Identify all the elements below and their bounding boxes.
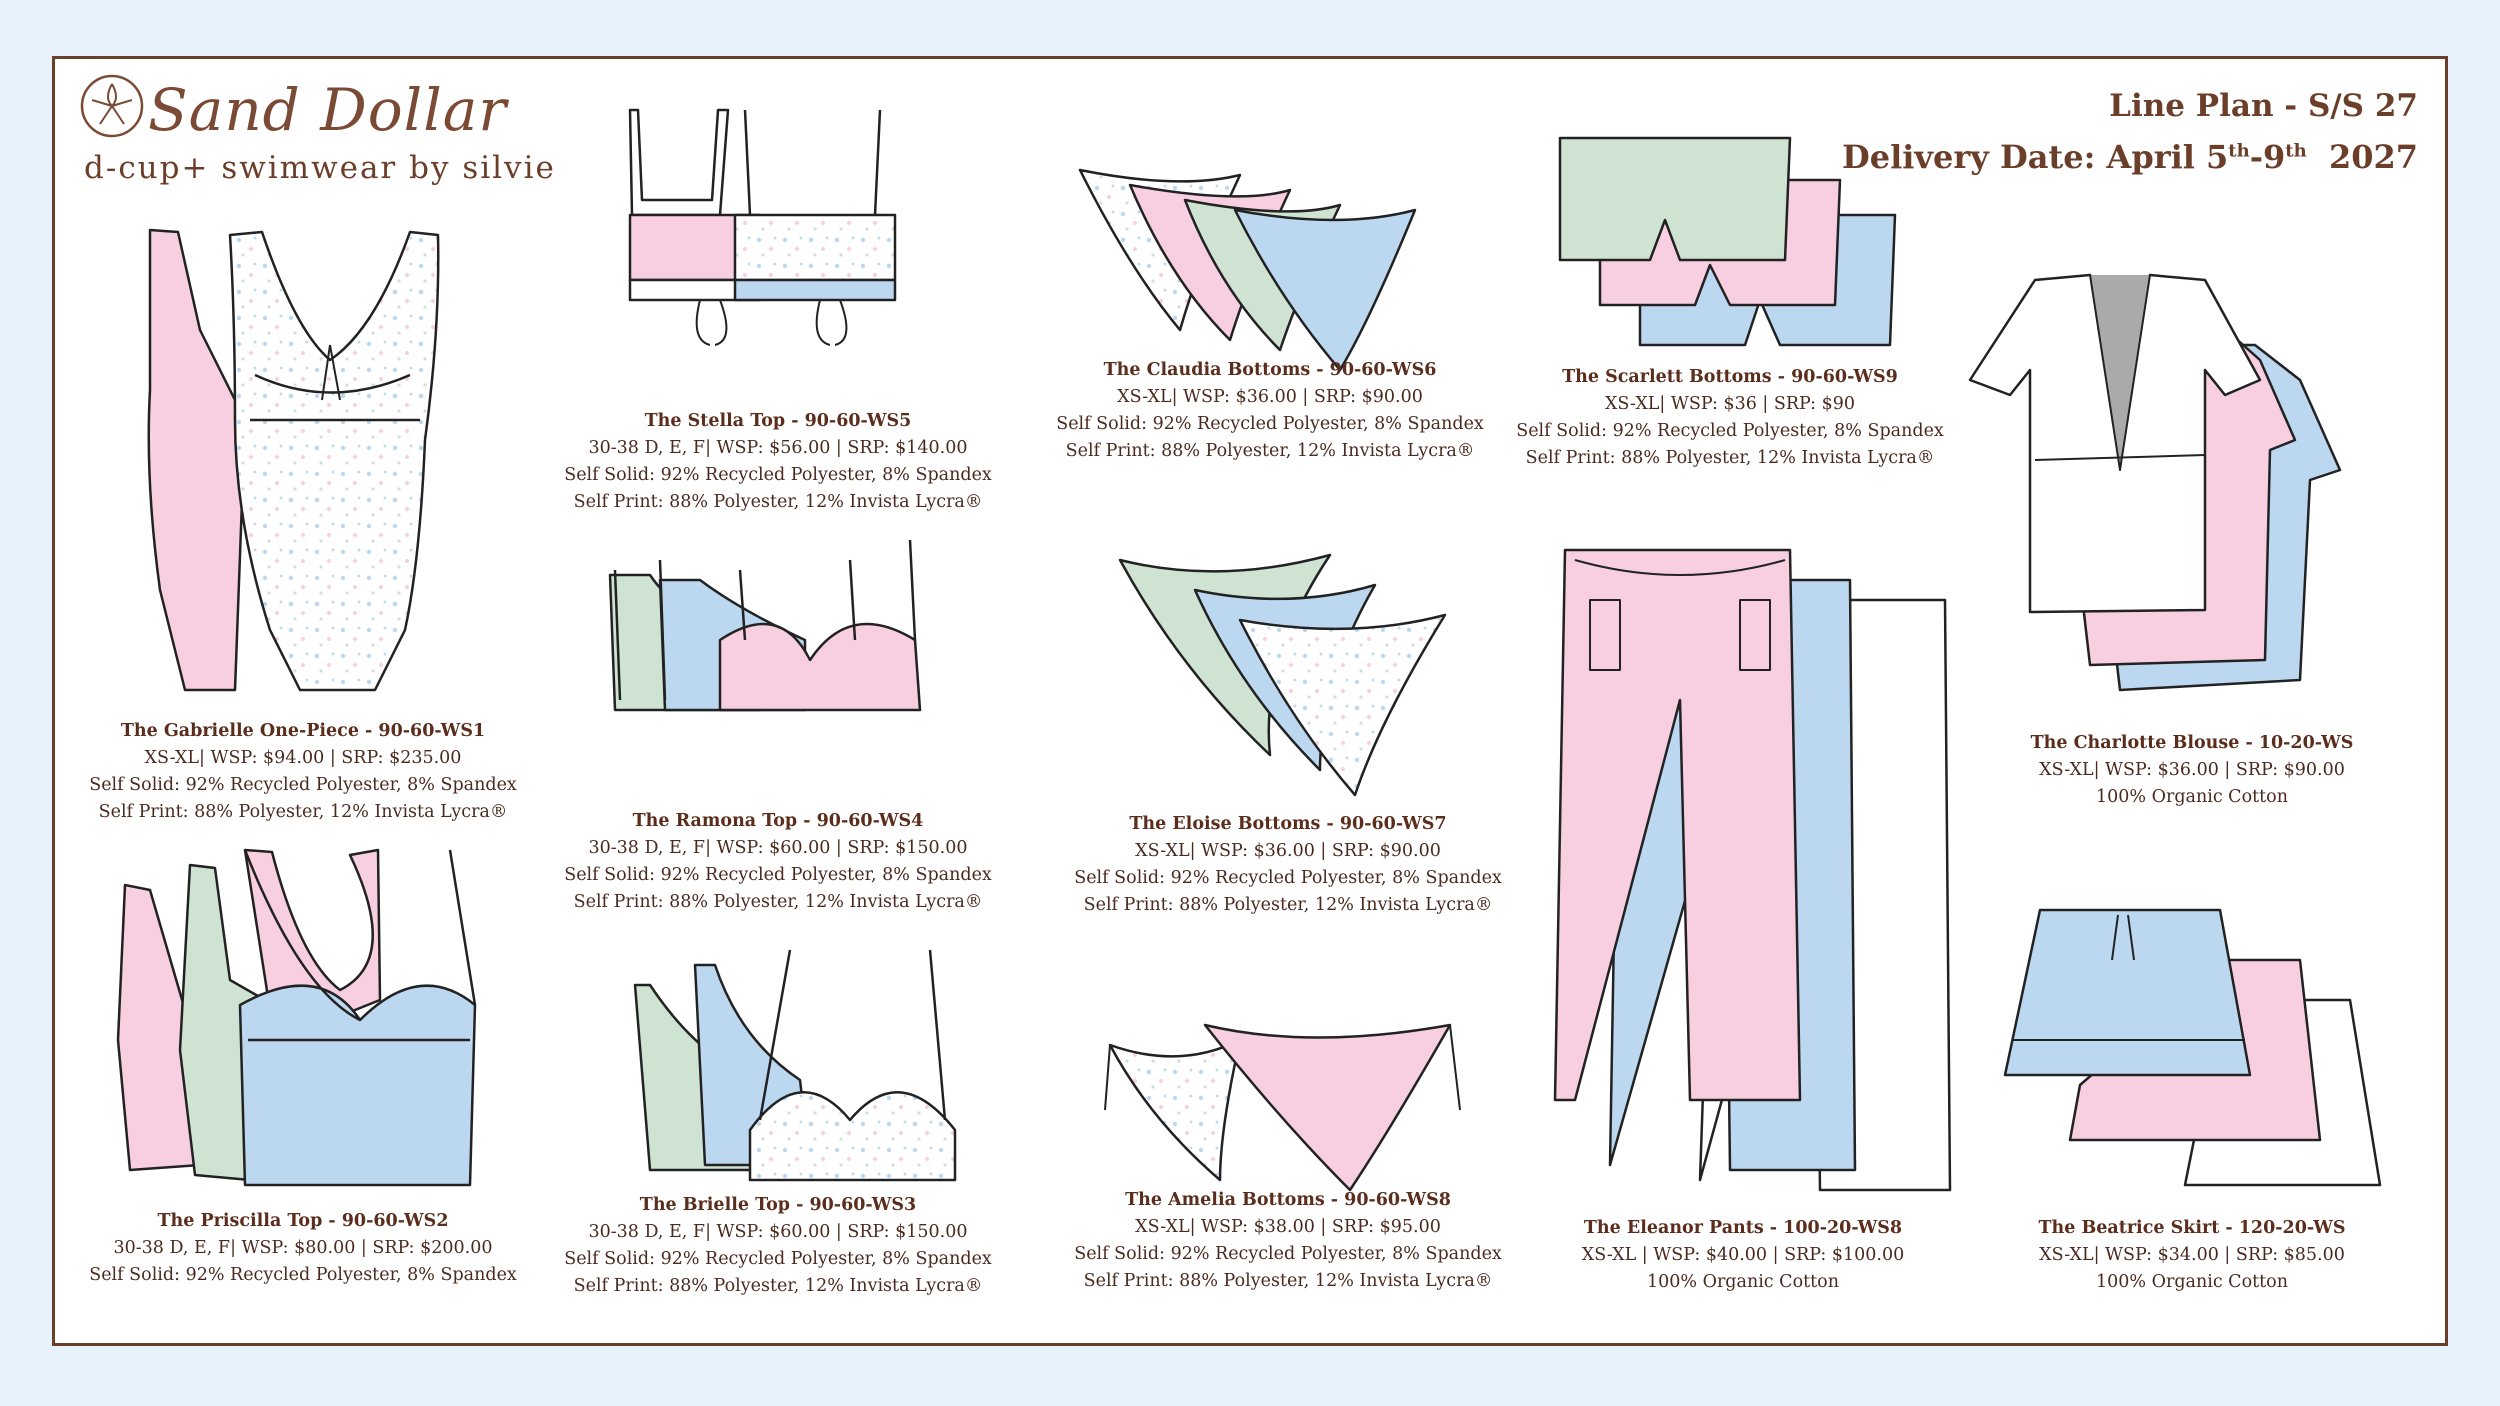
sand-dollar-logo-icon xyxy=(80,74,144,138)
delivery-date: Delivery Date: April 5th-9th 2027 xyxy=(1841,138,2418,176)
priscilla-sketch xyxy=(116,848,477,1187)
product-caption-brielle: The Brielle Top - 90-60-WS3 30-38 D, E, … xyxy=(564,1195,992,1296)
brand-name: Sand Dollar xyxy=(148,76,508,144)
brielle-sketch xyxy=(633,949,957,1182)
amelia-sketch xyxy=(1104,1023,1461,1192)
beatrice-sketch xyxy=(2003,908,2382,1187)
brand-tagline: d-cup+ swimwear by silvie xyxy=(84,150,556,186)
product-caption-gabrielle: The Gabrielle One-Piece - 90-60-WS1 XS-X… xyxy=(89,721,517,822)
product-caption-claudia: The Claudia Bottoms - 90-60-WS6 XS-XL| W… xyxy=(1056,360,1484,461)
product-caption-priscilla: The Priscilla Top - 90-60-WS2 30-38 D, E… xyxy=(89,1211,517,1285)
claudia-sketch xyxy=(1078,168,1417,372)
eloise-sketch xyxy=(1118,553,1447,797)
line-plan-title: Line Plan - S/S 27 xyxy=(2109,88,2418,124)
eleanor-sketch xyxy=(1553,548,1952,1192)
plan-header: Line Plan - S/S 27 Delivery Date: April … xyxy=(1842,88,2418,176)
product-caption-ramona: The Ramona Top - 90-60-WS4 30-38 D, E, F… xyxy=(564,811,992,912)
product-caption-amelia: The Amelia Bottoms - 90-60-WS8 XS-XL| WS… xyxy=(1074,1190,1502,1291)
charlotte-sketch xyxy=(1968,273,2342,692)
product-caption-eloise: The Eloise Bottoms - 90-60-WS7 XS-XL| WS… xyxy=(1074,814,1502,915)
scarlett-sketch xyxy=(1558,136,1897,347)
stella-sketch xyxy=(628,108,897,346)
product-caption-charlotte: The Charlotte Blouse - 10-20-WS XS-XL| W… xyxy=(2030,733,2354,807)
ramona-sketch xyxy=(608,539,922,712)
gabrielle-sketch xyxy=(147,228,440,692)
product-caption-stella: The Stella Top - 90-60-WS5 30-38 D, E, F… xyxy=(564,411,992,512)
product-caption-scarlett: The Scarlett Bottoms - 90-60-WS9 XS-XL| … xyxy=(1516,367,1944,468)
product-caption-eleanor: The Eleanor Pants - 100-20-WS8 XS-XL | W… xyxy=(1581,1218,1905,1292)
product-caption-beatrice: The Beatrice Skirt - 120-20-WS XS-XL| WS… xyxy=(2038,1218,2346,1292)
